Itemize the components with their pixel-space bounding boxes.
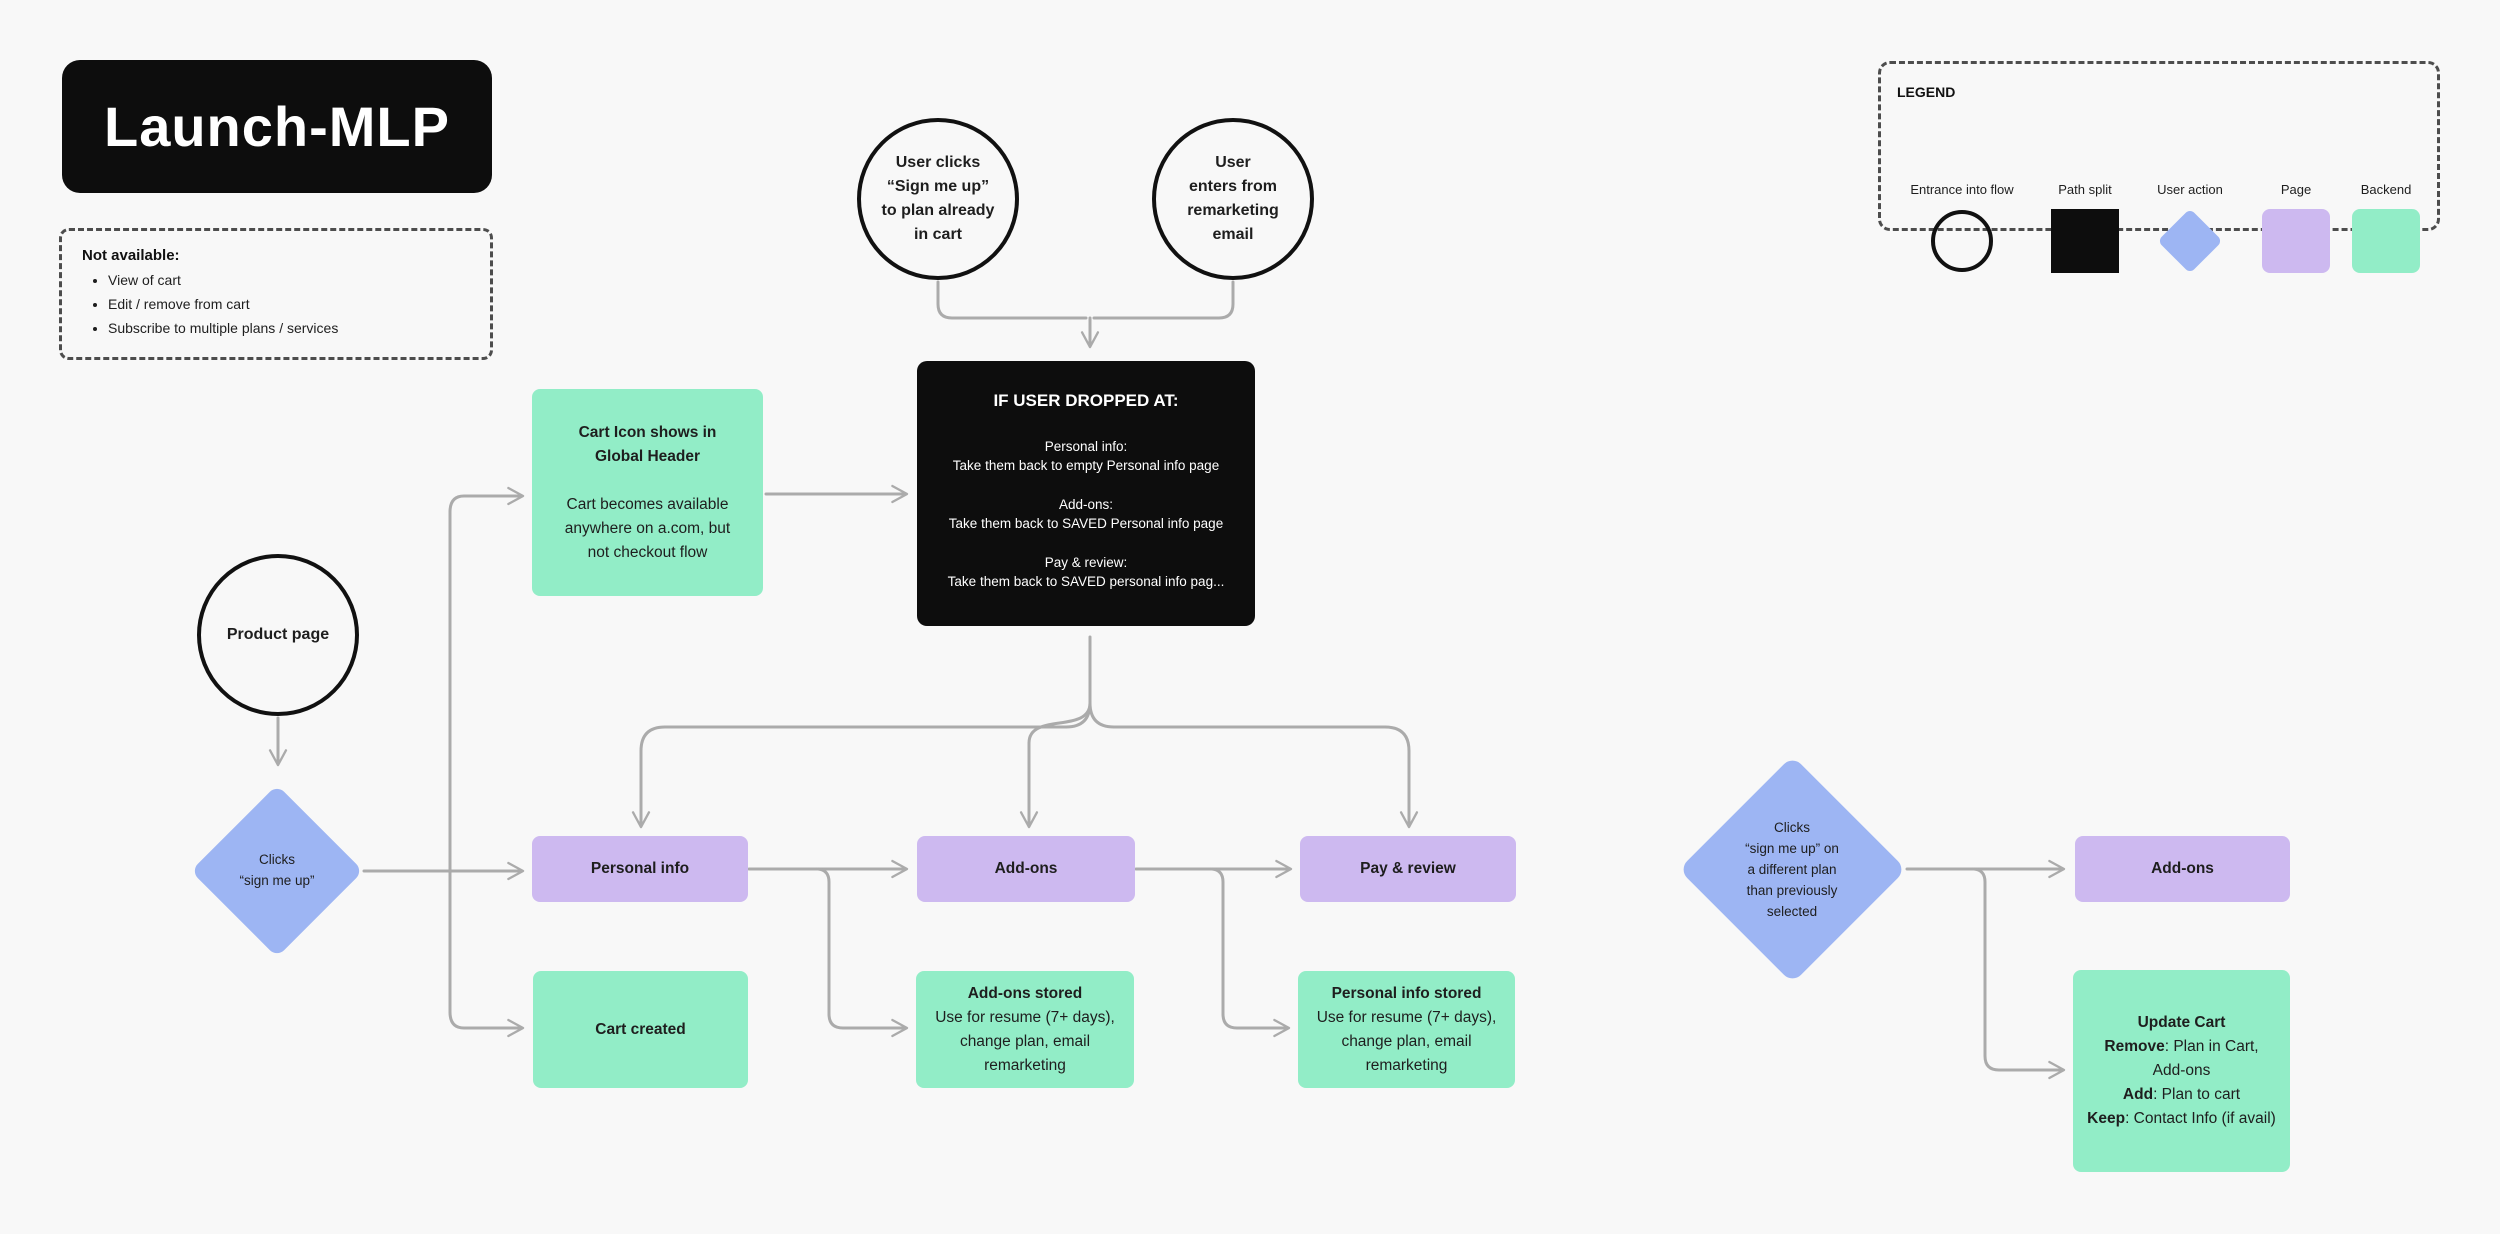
page-node-pay-review[interactable]: Pay & review (1300, 836, 1516, 902)
node-line: “sign me up” on (1745, 840, 1839, 856)
legend-item-path-split: Path split (2025, 182, 2145, 274)
backend-node-update-cart[interactable]: Update Cart Remove: Plan in Cart, Add-on… (2073, 970, 2290, 1172)
node-line: email (1212, 226, 1254, 243)
edge-dropped-addons[interactable] (1019, 701, 1092, 829)
node-line: anywhere on a.com, but (564, 519, 731, 537)
node-segment: Keep: Contact Info (if avail) (2087, 1110, 2276, 1127)
node-line: Clicks (1774, 819, 1810, 835)
backend-square-icon[interactable] (2352, 209, 2420, 273)
edge-clicks-carticon[interactable] (448, 486, 525, 873)
entrance-circle-icon[interactable] (1931, 210, 1993, 272)
list-item: Edit / remove from cart (108, 292, 472, 316)
node-title: Add-ons stored (967, 984, 1083, 1002)
legend-heading: LEGEND (1897, 84, 1956, 100)
node-segment: Add: Plan to cart (2122, 1086, 2241, 1103)
node-line: “sign me up” (239, 873, 315, 888)
not-available-note[interactable]: Not available: View of cart Edit / remov… (59, 228, 493, 360)
edge-branch-addonsstored[interactable] (816, 867, 909, 1038)
path-split-square-icon[interactable] (2051, 209, 2119, 273)
list-item: Subscribe to multiple plans / services (108, 316, 472, 340)
edge-dropped-payreview[interactable] (1088, 701, 1419, 829)
legend-item-backend: Backend (2326, 182, 2446, 274)
node-line: than previously (1746, 882, 1838, 898)
node-line: User clicks (895, 154, 981, 171)
dropped-section: Personal info: Take them back to empty P… (917, 437, 1255, 475)
backend-node-personal-info-stored[interactable]: Personal info stored Use for resume (7+ … (1298, 971, 1515, 1088)
dropped-section: Pay & review: Take them back to SAVED pe… (917, 553, 1255, 591)
edge-dropped-personalinfo[interactable] (631, 701, 1092, 829)
diagram-title-box[interactable]: Launch-MLP (62, 60, 492, 193)
page-square-icon[interactable] (2262, 209, 2330, 273)
node-line: not checkout flow (587, 543, 708, 561)
node-line: “Sign me up” (886, 178, 990, 195)
node-label: Product page (226, 626, 330, 643)
node-line: selected (1766, 903, 1818, 919)
node-line: Cart Icon shows in (578, 423, 717, 441)
legend[interactable]: LEGEND Entrance into flow Path split Use… (1878, 61, 2440, 274)
not-available-list: View of cart Edit / remove from cart Sub… (82, 268, 472, 340)
dropped-section-label: Add-ons: (1058, 497, 1114, 512)
user-action-label: Clicks “sign me up” (197, 848, 357, 892)
dropped-section-text: Take them back to SAVED Personal info pa… (948, 516, 1224, 531)
node-line: Clicks (259, 852, 295, 867)
user-action-label: Clicks “sign me up” on a different plan … (1707, 816, 1877, 922)
node-text: Use for resume (7+ days), change plan, e… (1316, 1008, 1497, 1074)
list-item: View of cart (108, 268, 472, 292)
node-text: Use for resume (7+ days), change plan, e… (935, 1008, 1115, 1074)
backend-node-cart-icon[interactable]: Cart Icon shows in Global Header Cart be… (532, 389, 763, 596)
dropped-section: Add-ons: Take them back to SAVED Persona… (917, 495, 1255, 533)
node-line: Cart becomes available (566, 495, 729, 513)
entrance-node-remarketing-email[interactable]: User enters from remarketing email (1152, 118, 1314, 280)
node-line: in cart (913, 226, 962, 243)
not-available-heading: Not available: (82, 247, 180, 264)
edge-clicks-cartcreated[interactable] (448, 869, 525, 1038)
legend-item-user-action: User action (2130, 182, 2250, 274)
node-line: User (1215, 154, 1251, 171)
dropped-section-label: Personal info: (1044, 439, 1128, 454)
backend-node-cart-created[interactable]: Cart created (533, 971, 748, 1088)
node-line: a different plan (1747, 861, 1837, 877)
node-title: Update Cart (2137, 1014, 2226, 1031)
page-node-personal-info[interactable]: Personal info (532, 836, 748, 902)
node-segment: Remove: Plan in Cart, Add-ons (2104, 1038, 2259, 1079)
node-title: Personal info stored (1331, 984, 1482, 1002)
diagram-title: Launch-MLP (104, 95, 450, 158)
edge-entry-cart-merge[interactable] (936, 280, 1088, 320)
node-line: Global Header (594, 447, 701, 465)
node-line: to plan already (881, 202, 995, 219)
page-node-add-ons-right[interactable]: Add-ons (2075, 836, 2290, 902)
node-line: enters from (1188, 178, 1278, 195)
edge-entry-email-merge[interactable] (1092, 280, 1235, 320)
node-label: Add-ons (2151, 860, 2214, 877)
entrance-node-product-page[interactable]: Product page (197, 554, 359, 716)
page-node-add-ons[interactable]: Add-ons (917, 836, 1135, 902)
dropped-title: IF USER DROPPED AT: (993, 391, 1179, 410)
edge-branch-personalinfostored[interactable] (1210, 867, 1291, 1038)
dropped-section-text: Take them back to SAVED personal info pa… (947, 574, 1225, 589)
node-label: Add-ons (994, 860, 1058, 877)
path-split-node-if-user-dropped[interactable]: IF USER DROPPED AT: Personal info: Take … (917, 361, 1255, 626)
node-line: remarketing (1187, 202, 1279, 219)
dropped-section-text: Take them back to empty Personal info pa… (952, 458, 1220, 473)
entrance-node-signup-in-cart[interactable]: User clicks “Sign me up” to plan already… (857, 118, 1019, 280)
backend-node-add-ons-stored[interactable]: Add-ons stored Use for resume (7+ days),… (916, 971, 1134, 1088)
node-label: Cart created (595, 1020, 686, 1038)
user-action-diamond-icon[interactable] (2157, 208, 2223, 274)
legend-item-page: Page (2236, 182, 2356, 274)
dropped-section-label: Pay & review: (1044, 555, 1128, 570)
edge-branch-updatecart[interactable] (1972, 867, 2066, 1080)
legend-item-entrance: Entrance into flow (1902, 182, 2022, 274)
node-label: Pay & review (1360, 860, 1456, 877)
node-label: Personal info (590, 860, 690, 877)
